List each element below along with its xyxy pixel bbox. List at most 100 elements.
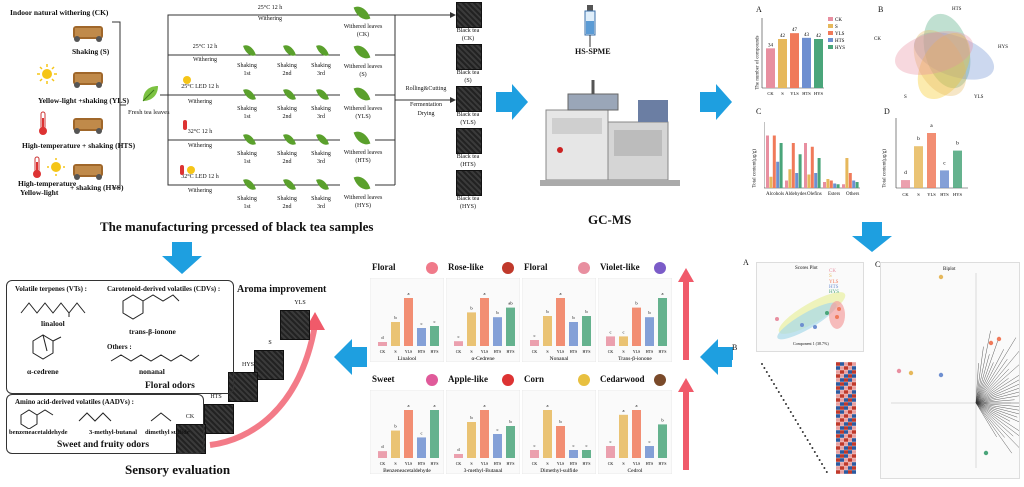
heat-cell: [840, 446, 844, 450]
black-tea-label: Black tea: [456, 112, 480, 118]
loading-vector: [975, 399, 1015, 404]
dot-point: [813, 451, 816, 453]
significance-label: d: [904, 170, 907, 176]
bar: [814, 39, 823, 88]
heat-cell: [852, 366, 856, 370]
dot-point: [773, 383, 775, 385]
bar: [785, 180, 788, 188]
compound-label: Dimethyl-sulfide: [540, 467, 578, 474]
tick-label: HYS: [582, 349, 590, 354]
group-label-ck: Indoor natural withering (CK): [10, 8, 109, 17]
fresh-leaves-label: Fresh tea leaves: [128, 109, 170, 116]
bar: [556, 298, 565, 346]
bar: [772, 135, 776, 188]
xlabel-alcohols: Alcohols: [766, 192, 785, 197]
heat-cell: [848, 410, 852, 414]
venn-label-ck: CK: [874, 37, 881, 42]
tick-label: YLS: [405, 349, 413, 354]
score-point: [938, 274, 944, 280]
bar: [829, 180, 833, 188]
heat-cell: [852, 414, 856, 418]
heat-cell: [844, 366, 848, 370]
tick-label: CK: [456, 349, 462, 354]
significance-label: c: [458, 334, 460, 339]
shaking-2-order: 2nd: [282, 71, 292, 77]
sample-label-s: S: [268, 340, 272, 346]
loading-vector: [975, 402, 1019, 411]
loading-vector: [975, 402, 1011, 422]
heat-cell: [848, 434, 852, 438]
significance-label: b: [635, 301, 638, 306]
heat-cell: [836, 434, 840, 438]
black-tea-code: (YLS): [460, 120, 476, 126]
tick-label: HTS: [570, 461, 578, 466]
heat-cell: [836, 410, 840, 414]
withered-label: Withered leaves: [343, 106, 383, 112]
odor-icon: [426, 262, 438, 274]
arrow-down-right: [852, 222, 892, 252]
heat-cell: [836, 362, 840, 366]
dot-point: [765, 371, 768, 373]
bar: [480, 298, 489, 346]
bar: [480, 410, 489, 458]
heat-cell: [852, 434, 856, 438]
heat-cell: [844, 430, 848, 434]
heat-cell: [852, 382, 856, 386]
heatmap-letter: B: [732, 343, 738, 352]
heat-cell: [836, 406, 840, 410]
bar: [953, 150, 962, 188]
small-thermometer-icon-2: [180, 165, 184, 175]
heat-cell: [844, 422, 848, 426]
heat-cell: [844, 434, 848, 438]
heat-cell: [836, 470, 840, 474]
bar: [802, 37, 811, 88]
heat-cell: [852, 410, 856, 414]
significance-label: b: [394, 424, 397, 429]
heat-cell: [836, 446, 840, 450]
loading-vector: [975, 402, 1018, 418]
black-tea-image: [456, 2, 482, 28]
tick-label: HTS: [494, 349, 502, 354]
withered-code: (CK): [356, 32, 370, 38]
bar: [391, 322, 400, 346]
bar: [454, 341, 463, 346]
row3-cond: 32°C 12 h: [187, 129, 213, 135]
significance-label: a: [408, 403, 410, 408]
shaking-3-order: 3rd: [317, 71, 325, 77]
dot-point: [809, 443, 811, 445]
heat-cell: [844, 438, 848, 442]
bar: [467, 312, 476, 346]
panel-b-letter: B: [878, 5, 884, 14]
compound-label: 3-methyl-Butanal: [464, 468, 503, 474]
heat-cell: [840, 414, 844, 418]
tick-label: YLS: [557, 349, 565, 354]
bar: [810, 146, 814, 188]
dot-point: [794, 419, 797, 421]
significance-label: a: [662, 291, 664, 296]
dot-point: [799, 427, 802, 429]
shaking-order: 2nd: [282, 204, 292, 210]
heat-cell: [836, 422, 840, 426]
heat-cell: [840, 390, 844, 394]
heat-cell: [848, 466, 852, 470]
row1-cond: 25°C 12 h: [192, 44, 218, 50]
thermometer-icon-2: [30, 155, 44, 179]
heat-cell: [844, 362, 848, 366]
dot-point: [785, 403, 787, 405]
loading-vector: [975, 337, 1017, 404]
heat-cell: [848, 430, 852, 434]
heat-cell: [836, 466, 840, 470]
loading-vector: [975, 354, 990, 404]
odor-type-label: Violet-like: [600, 262, 640, 272]
bar: [378, 342, 387, 346]
legend-label: HYS: [835, 46, 845, 51]
significance-label: b: [572, 315, 575, 320]
